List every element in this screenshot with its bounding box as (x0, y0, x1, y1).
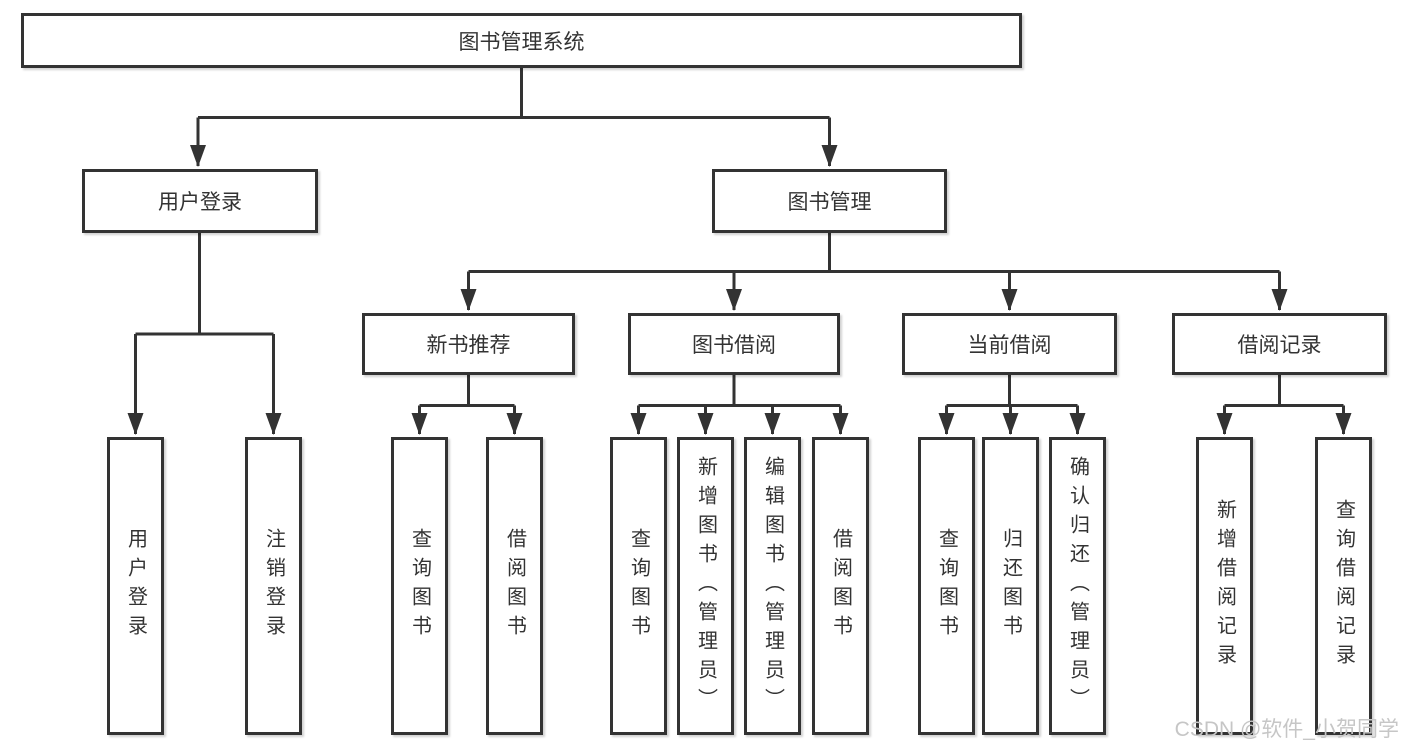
group-new-book-recommend-label: 新书推荐 (426, 334, 511, 357)
group-borrow-record-label: 借阅记录 (1237, 334, 1322, 357)
leaf-add-borrow-record-label: 新增借阅记录 (1213, 499, 1236, 673)
group-book-borrow: 图书借阅 (628, 313, 840, 375)
leaf-query-book-borrow: 查询图书 (610, 437, 667, 735)
leaf-add-book-admin-label: 新增图书（管理员） (694, 455, 717, 717)
leaf-query-book-current: 查询图书 (918, 437, 975, 735)
leaf-confirm-return-admin-label: 确认归还（管理员） (1066, 455, 1089, 717)
group-new-book-recommend: 新书推荐 (362, 313, 575, 375)
leaf-query-book-recommend-label: 查询图书 (408, 528, 431, 644)
leaf-return-book-label: 归还图书 (999, 528, 1022, 644)
leaf-confirm-return-admin: 确认归还（管理员） (1049, 437, 1106, 735)
leaf-borrow-book-borrow-label: 借阅图书 (829, 528, 852, 644)
watermark-text: CSDN @软件_小贺同学 (1174, 718, 1399, 741)
leaf-add-borrow-record: 新增借阅记录 (1196, 437, 1253, 735)
branch-user-login: 用户登录 (82, 169, 318, 233)
leaf-query-borrow-record-label: 查询借阅记录 (1332, 499, 1355, 673)
leaf-edit-book-admin-label: 编辑图书（管理员） (761, 455, 784, 717)
leaf-query-borrow-record: 查询借阅记录 (1315, 437, 1372, 735)
leaf-query-book-recommend: 查询图书 (391, 437, 448, 735)
leaf-return-book: 归还图书 (982, 437, 1039, 735)
branch-book-management: 图书管理 (712, 169, 947, 233)
leaf-query-book-current-label: 查询图书 (935, 528, 958, 644)
leaf-logout-login-label: 注销登录 (262, 528, 285, 644)
leaf-query-book-borrow-label: 查询图书 (627, 528, 650, 644)
node-system-root-label: 图书管理系统 (458, 30, 585, 54)
branch-book-management-label: 图书管理 (787, 191, 872, 214)
branch-user-login-label: 用户登录 (158, 191, 242, 214)
group-borrow-record: 借阅记录 (1172, 313, 1387, 375)
node-system-root: 图书管理系统 (21, 13, 1022, 68)
leaf-logout-login: 注销登录 (245, 437, 302, 735)
group-book-borrow-label: 图书借阅 (692, 334, 776, 357)
leaf-edit-book-admin: 编辑图书（管理员） (744, 437, 801, 735)
leaf-borrow-book-recommend-label: 借阅图书 (503, 528, 526, 644)
leaf-borrow-book-borrow: 借阅图书 (812, 437, 869, 735)
leaf-user-login-label: 用户登录 (124, 528, 147, 644)
group-current-borrow-label: 当前借阅 (967, 334, 1052, 357)
group-current-borrow: 当前借阅 (902, 313, 1117, 375)
leaf-borrow-book-recommend: 借阅图书 (486, 437, 543, 735)
leaf-add-book-admin: 新增图书（管理员） (677, 437, 734, 735)
leaf-user-login: 用户登录 (107, 437, 164, 735)
